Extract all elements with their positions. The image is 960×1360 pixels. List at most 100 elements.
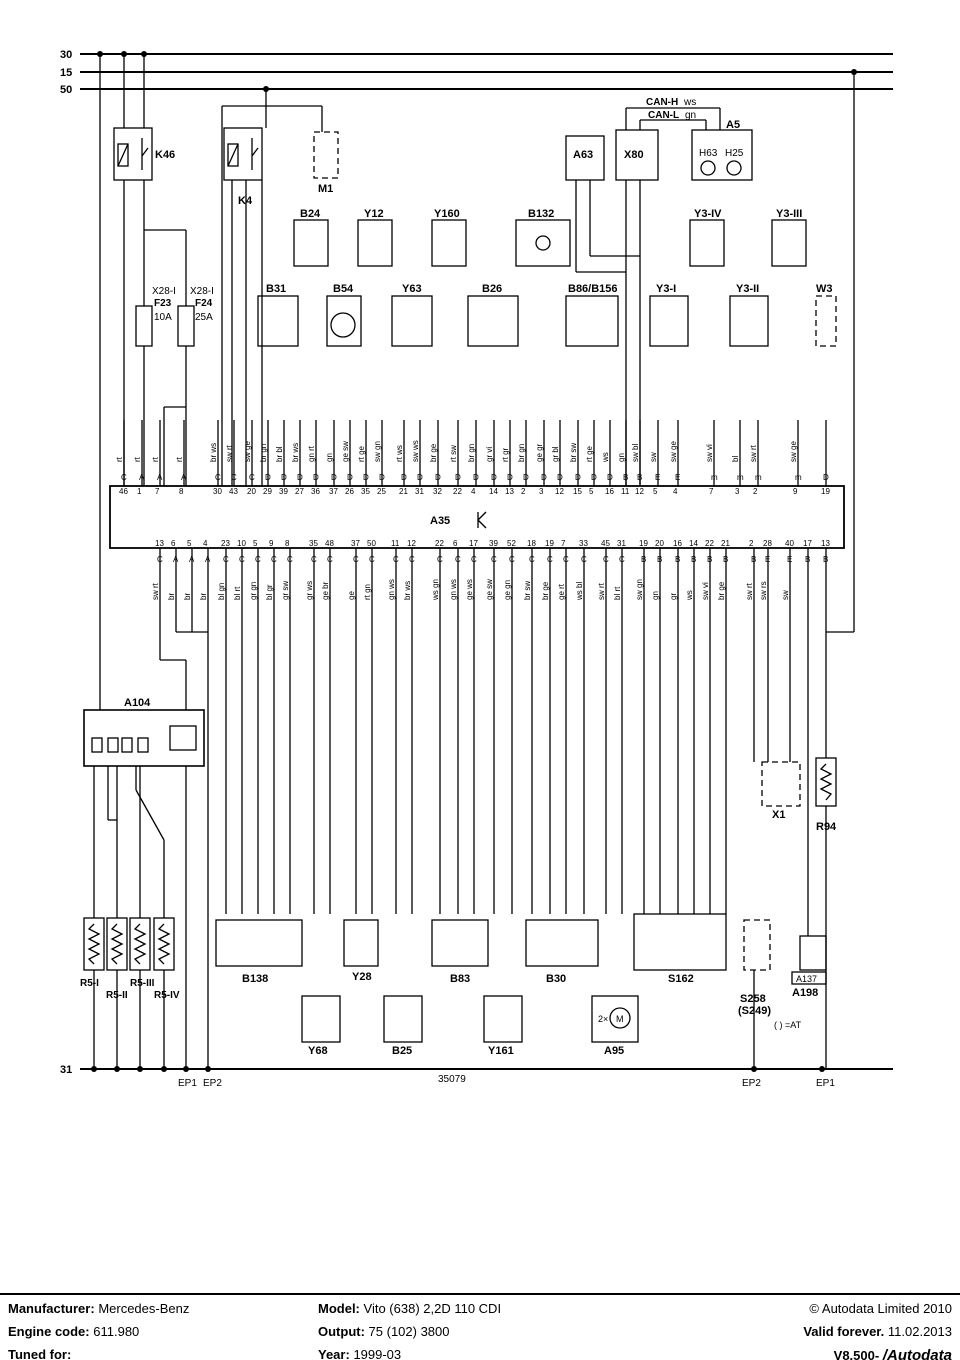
top-pin-number: 19 bbox=[821, 487, 830, 496]
top-wire-color: sw rt bbox=[749, 444, 758, 462]
bottom-pin-number: 22 bbox=[705, 539, 714, 548]
bottom-connector-letter: C bbox=[393, 555, 399, 564]
top-connector-letter: E bbox=[675, 473, 680, 482]
bottom-wire-color: rt gn bbox=[363, 584, 372, 600]
top-pin-number: 5 bbox=[589, 487, 594, 496]
bottom-connector-letter: B bbox=[641, 555, 646, 564]
power-rails bbox=[80, 53, 893, 1070]
bottom-pin-number: 21 bbox=[721, 539, 730, 548]
top-wire-color: sw gn bbox=[373, 441, 382, 462]
top-pin-number: 29 bbox=[263, 487, 272, 496]
top-connector-letter: A bbox=[181, 473, 187, 482]
top-wire-color: sw vi bbox=[705, 444, 714, 462]
bottom-wire-color: bl gr bbox=[265, 584, 274, 600]
top-wire-color: br gn bbox=[517, 444, 526, 462]
bottom-connector-letter: B bbox=[675, 555, 680, 564]
ep1-label: EP1 bbox=[178, 1078, 197, 1089]
A95-motor-letter: M bbox=[616, 1014, 624, 1024]
bottom-wire-color: ge bbox=[347, 591, 356, 600]
bottom-pin-number: 17 bbox=[469, 539, 478, 548]
can-h-label: CAN-H bbox=[646, 97, 678, 108]
B86-label: B86/B156 bbox=[568, 283, 618, 295]
rail-15-label: 15 bbox=[60, 67, 72, 79]
top-connector-letter: A bbox=[139, 473, 145, 482]
bottom-wire-color: br ws bbox=[403, 581, 412, 600]
top-wire-color: ge sw bbox=[341, 441, 350, 462]
top-pin-number: 35 bbox=[361, 487, 370, 496]
top-pin-number: 4 bbox=[471, 487, 476, 496]
bottom-pin-number: 5 bbox=[253, 539, 258, 548]
top-wire-color: sw rt bbox=[225, 444, 234, 462]
top-pin-number: 20 bbox=[247, 487, 256, 496]
top-pin-number: 31 bbox=[415, 487, 424, 496]
bottom-wire-color: ge br bbox=[321, 581, 330, 600]
B54-label: B54 bbox=[333, 283, 354, 295]
A198-label: A198 bbox=[792, 987, 818, 999]
F23-label: F23 bbox=[154, 298, 172, 309]
top-connector-letter: E bbox=[655, 473, 660, 482]
A5-label: A5 bbox=[726, 119, 740, 131]
top-wire-color: gn bbox=[325, 453, 334, 462]
bottom-connector-letter: C bbox=[327, 555, 333, 564]
top-pin-number: 39 bbox=[279, 487, 288, 496]
top-pin-number: 43 bbox=[229, 487, 238, 496]
A63-label: A63 bbox=[573, 149, 593, 161]
ep2-label: EP2 bbox=[203, 1078, 222, 1089]
bottom-pin-number: 40 bbox=[785, 539, 794, 548]
top-connector-letter: m bbox=[755, 473, 762, 482]
top-connector-letter: D bbox=[507, 473, 513, 482]
top-wire-color: sw bbox=[649, 452, 658, 462]
bottom-wire-color: br bbox=[199, 593, 208, 600]
bottom-pin-number: 4 bbox=[203, 539, 208, 548]
B31-label: B31 bbox=[266, 283, 286, 295]
top-pin-number: 1 bbox=[137, 487, 142, 496]
bottom-wire-color: sw rt bbox=[151, 582, 160, 600]
top-connector-letter: D bbox=[607, 473, 613, 482]
bottom-pin-number: 2 bbox=[749, 539, 754, 548]
top-wire-color: gn rt bbox=[307, 445, 316, 462]
top-connector-letter: C bbox=[231, 473, 237, 482]
fuse-F23 bbox=[135, 305, 153, 347]
top-connector-letter: D bbox=[313, 473, 319, 482]
top-wire-color: sw ws bbox=[411, 440, 420, 462]
top-pin-number: 15 bbox=[573, 487, 582, 496]
R5-I-label: R5-I bbox=[80, 978, 99, 989]
top-connector-letter: D bbox=[435, 473, 441, 482]
Y3-II-label: Y3-II bbox=[736, 283, 759, 295]
bottom-wire-color: ge sw bbox=[485, 579, 494, 600]
bottom-pin-number: 31 bbox=[617, 539, 626, 548]
H25-label: H25 bbox=[725, 148, 744, 159]
bottom-wire-color: gn ws bbox=[449, 579, 458, 600]
bottom-pin-number: 22 bbox=[435, 539, 444, 548]
top-wire-color: rt bbox=[175, 456, 184, 462]
W3-label: W3 bbox=[816, 283, 833, 295]
ep1-label-right: EP1 bbox=[816, 1078, 835, 1089]
bottom-wire-color: gr ws bbox=[305, 581, 314, 600]
B25-label: B25 bbox=[392, 1045, 412, 1057]
top-pin-number: 12 bbox=[635, 487, 644, 496]
bottom-wire-color: sw rt bbox=[597, 582, 606, 600]
bottom-pin-number: 28 bbox=[763, 539, 772, 548]
top-pin-number: 30 bbox=[213, 487, 222, 496]
top-connector-letter: D bbox=[491, 473, 497, 482]
B132-label: B132 bbox=[528, 208, 554, 220]
bottom-pin-number: 50 bbox=[367, 539, 376, 548]
title-block: Manufacturer: Mercedes-Benz Engine code:… bbox=[0, 1293, 960, 1360]
top-pin-number: 22 bbox=[453, 487, 462, 496]
R5-III-label: R5-III bbox=[130, 978, 155, 989]
A35-symbol bbox=[477, 511, 487, 529]
top-pin-number: 16 bbox=[605, 487, 614, 496]
bottom-pin-number: 8 bbox=[285, 539, 290, 548]
model: Model: Vito (638) 2,2D 110 CDI bbox=[318, 1301, 502, 1316]
bottom-connector-letter: C bbox=[223, 555, 229, 564]
tuned-for: Tuned for: bbox=[8, 1347, 72, 1360]
can-l-color: gn bbox=[685, 110, 696, 121]
top-wire-color: sw ge bbox=[669, 441, 678, 462]
top-pin-number: 13 bbox=[505, 487, 514, 496]
top-connector-letter: C bbox=[121, 473, 127, 482]
top-connector-letter: m bbox=[737, 473, 744, 482]
bottom-wire-color: sw rt bbox=[745, 582, 754, 600]
A35-label: A35 bbox=[430, 515, 450, 527]
bottom-pin-number: 7 bbox=[561, 539, 566, 548]
